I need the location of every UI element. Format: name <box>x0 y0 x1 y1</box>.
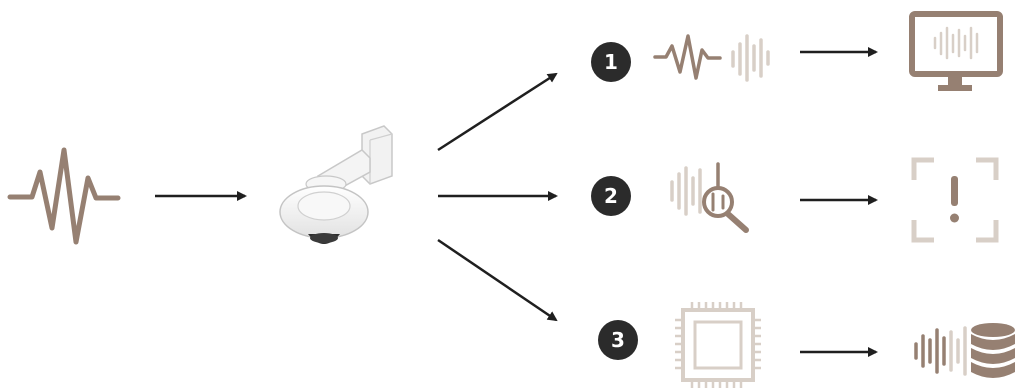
step-number-1: 1 <box>604 50 618 74</box>
step-number-2: 2 <box>604 184 618 208</box>
step-number-3: 3 <box>611 328 625 352</box>
audio-analysis-icon <box>670 162 749 233</box>
camera-icon <box>279 125 393 244</box>
step-badge-1: 1 <box>591 42 631 82</box>
audio-stream-icon <box>653 34 770 82</box>
arrow-to-step-3 <box>437 238 558 322</box>
alert-icon <box>911 157 999 243</box>
step-badge-2: 2 <box>591 176 631 216</box>
processor-chip-icon <box>675 302 761 388</box>
audio-storage-icon <box>914 323 1015 378</box>
monitor-icon <box>909 11 1003 91</box>
arrow-to-step-1 <box>437 72 558 152</box>
sound-wave-icon <box>7 147 121 245</box>
step-badge-3: 3 <box>598 320 638 360</box>
